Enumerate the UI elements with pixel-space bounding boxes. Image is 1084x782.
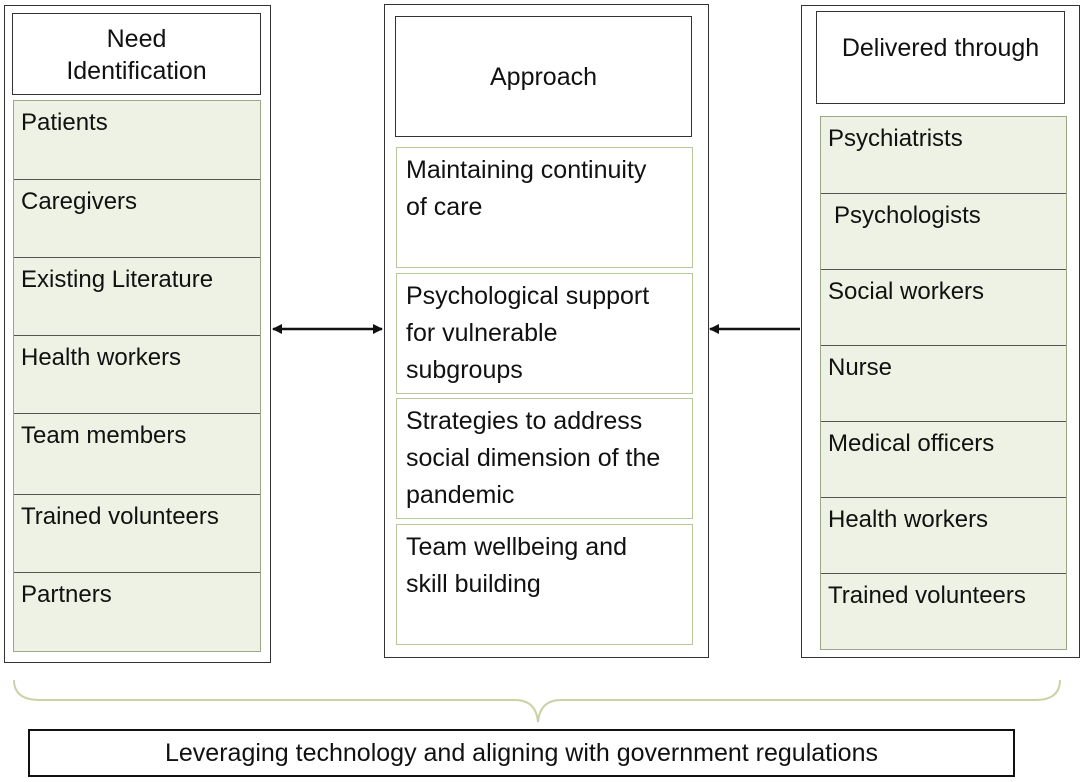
- need-identification-list: Patients Caregivers Existing Literature …: [13, 100, 261, 652]
- need-identification-title: Need Identification: [66, 25, 207, 85]
- bottom-banner-text: Leveraging technology and aligning with …: [165, 738, 878, 767]
- delivered-item-nurse: Nurse: [821, 345, 1066, 421]
- delivered-through-list: Psychiatrists Psychologists Social worke…: [820, 116, 1067, 650]
- approach-item-continuity: Maintaining continuity of care: [396, 147, 693, 268]
- need-item-caregivers: Caregivers: [14, 179, 260, 257]
- approach-header: Approach: [395, 16, 692, 137]
- delivered-item-medical-officers: Medical officers: [821, 421, 1066, 497]
- delivered-through-header: Delivered through: [816, 11, 1065, 104]
- approach-item-continuity-text: Maintaining continuity of care: [406, 156, 647, 221]
- need-item-health-workers: Health workers: [14, 335, 260, 413]
- delivered-through-title: Delivered through: [841, 34, 1040, 62]
- delivered-item-health-workers: Health workers: [821, 497, 1066, 573]
- approach-item-team-wellbeing-text: Team wellbeing and skill building: [406, 533, 627, 598]
- need-item-team-members: Team members: [14, 413, 260, 494]
- delivered-item-psychiatrists: Psychiatrists: [828, 125, 963, 152]
- bottom-banner: Leveraging technology and aligning with …: [28, 729, 1015, 777]
- approach-item-team-wellbeing: Team wellbeing and skill building: [396, 524, 693, 645]
- approach-item-social-dimension-text: Strategies to address social dimension o…: [406, 407, 661, 509]
- approach-item-psychological-support-text: Psychological support for vulnerable sub…: [406, 282, 650, 384]
- approach-title: Approach: [489, 62, 598, 91]
- delivered-item-trained-volunteers: Trained volunteers: [821, 573, 1066, 651]
- delivered-item-psychologists: Psychologists: [821, 193, 1066, 269]
- approach-item-social-dimension: Strategies to address social dimension o…: [396, 398, 693, 519]
- grouping-brace: [13, 679, 1061, 723]
- need-item-trained-volunteers: Trained volunteers: [14, 494, 260, 572]
- need-identification-column: Need Identification Patients Caregivers …: [4, 5, 271, 663]
- need-item-partners: Partners: [14, 572, 260, 653]
- approach-item-psychological-support: Psychological support for vulnerable sub…: [396, 273, 693, 394]
- need-item-patients: Patients: [21, 109, 108, 136]
- delivered-through-column: Delivered through Psychiatrists Psycholo…: [801, 5, 1080, 658]
- delivered-item-social-workers: Social workers: [821, 269, 1066, 345]
- need-identification-header: Need Identification: [12, 13, 261, 95]
- approach-column: Approach Maintaining continuity of care …: [384, 4, 709, 658]
- need-item-existing-literature: Existing Literature: [14, 257, 260, 335]
